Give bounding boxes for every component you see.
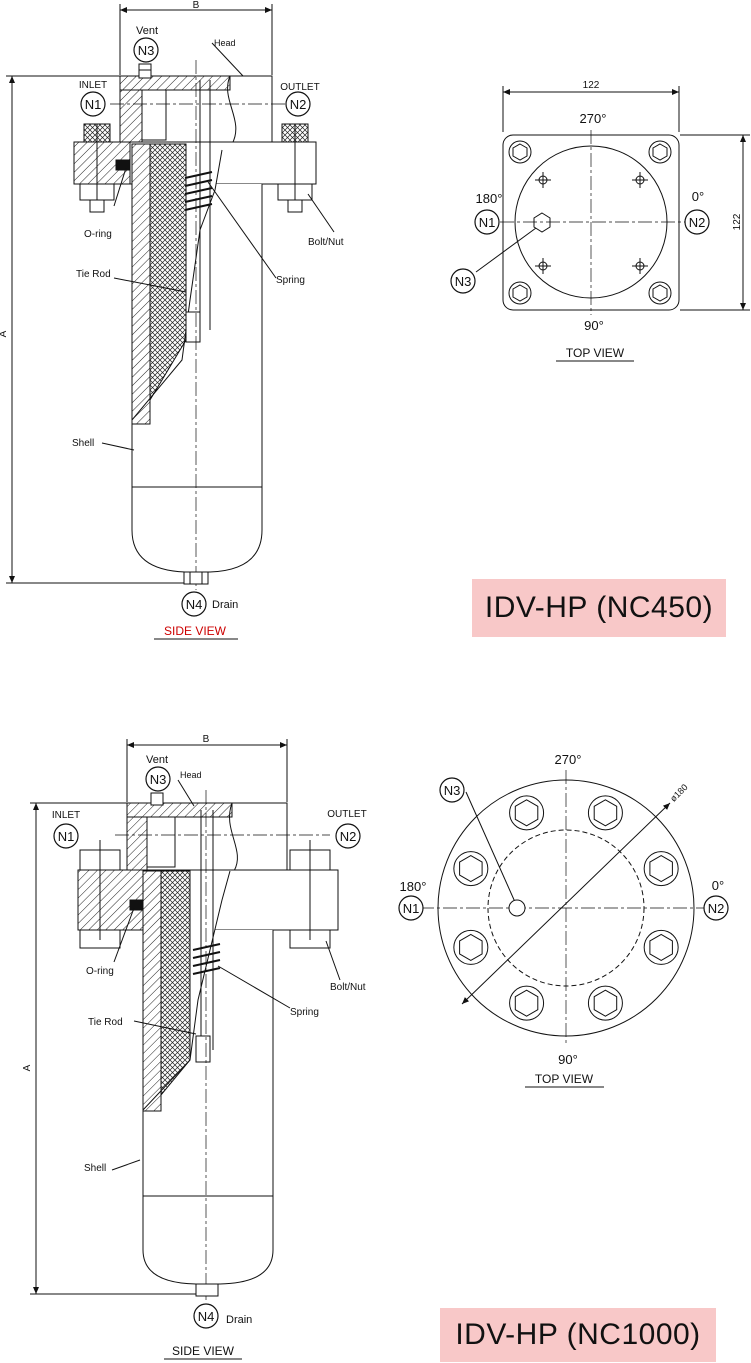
- bolt-hex: [459, 855, 483, 883]
- upper-top-view: [475, 86, 750, 315]
- bolt-hex: [649, 933, 673, 961]
- lower-n1-circle: [53, 823, 79, 849]
- upper-n1-label: N1: [85, 97, 102, 112]
- lower-n2-label: N2: [340, 829, 357, 844]
- lower-outlet-label: OUTLET: [327, 809, 366, 820]
- upper-n3-label: N3: [138, 43, 155, 58]
- lower-drain-label: Drain: [226, 1314, 252, 1326]
- upper-n3-circle: [133, 37, 159, 63]
- upper-top-dim-h: 122: [732, 213, 743, 230]
- upper-side-view-title: SIDE VIEW: [164, 624, 227, 638]
- lower-model-badge: IDV-HP (NC1000): [440, 1308, 716, 1362]
- upper-top-n1-circle: [474, 209, 500, 235]
- upper-top-dim-w: 122: [583, 80, 600, 91]
- upper-vent-label: Vent: [136, 25, 158, 37]
- lower-n4-label: N4: [198, 1309, 215, 1324]
- upper-inlet-label: INLET: [79, 80, 107, 91]
- lower-spring-label: Spring: [290, 1007, 319, 1018]
- upper-top-n2-circle: [684, 209, 710, 235]
- upper-spring-label: Spring: [276, 275, 305, 286]
- upper-bolt-label: Bolt/Nut: [308, 237, 344, 248]
- lower-oring-label: O-ring: [86, 966, 114, 977]
- lower-bolt-label: Bolt/Nut: [330, 982, 366, 993]
- upper-top-180: 180°: [476, 191, 503, 206]
- upper-n2-label: N2: [290, 97, 307, 112]
- upper-model-badge: IDV-HP (NC450): [472, 579, 726, 637]
- lower-n2-circle: [335, 823, 361, 849]
- upper-drain-label: Drain: [212, 599, 238, 611]
- lower-top-view-title: TOP VIEW: [535, 1072, 594, 1086]
- upper-dim-a: A: [0, 330, 9, 337]
- upper-n4-label: N4: [186, 597, 203, 612]
- lower-vent-label: Vent: [146, 754, 168, 766]
- lower-top-bolts: [453, 795, 679, 1021]
- bolt-hex: [593, 989, 618, 1017]
- lower-side-view-title: SIDE VIEW: [172, 1344, 235, 1358]
- lower-side-view: [30, 739, 341, 1300]
- upper-top-0: 0°: [692, 189, 704, 204]
- bolt-hex: [514, 799, 539, 827]
- lower-top-n3-circle: [439, 777, 465, 803]
- lower-top-n1-circle: [398, 895, 424, 921]
- lower-n3-label: N3: [150, 772, 167, 787]
- upper-top-n1-label: N1: [479, 215, 496, 230]
- upper-n2-circle: [285, 91, 311, 117]
- lower-n3-circle: [145, 766, 171, 792]
- upper-n4-circle: [181, 591, 207, 617]
- upper-top-n2-label: N2: [689, 215, 706, 230]
- upper-top-n3-label: N3: [455, 274, 472, 289]
- upper-top-view-title: TOP VIEW: [566, 346, 625, 360]
- lower-tierod-label: Tie Rod: [88, 1017, 123, 1028]
- lower-inlet-label: INLET: [52, 810, 80, 821]
- upper-head-label: Head: [214, 38, 236, 48]
- upper-shell-label: Shell: [72, 438, 94, 449]
- bolt-hex: [459, 933, 483, 961]
- upper-outlet-label: OUTLET: [280, 82, 319, 93]
- lower-top-n1-label: N1: [403, 901, 420, 916]
- lower-top-180: 180°: [400, 879, 427, 894]
- lower-top-view: [420, 770, 712, 1046]
- lower-shell-label: Shell: [84, 1163, 106, 1174]
- bolt-hex: [649, 855, 673, 883]
- upper-oring-label: O-ring: [84, 229, 112, 240]
- bolt-hex: [593, 799, 618, 827]
- upper-side-view: [6, 4, 335, 590]
- lower-top-n2-label: N2: [708, 901, 725, 916]
- upper-n1-circle: [80, 91, 106, 117]
- upper-dim-b: B: [193, 0, 200, 11]
- upper-top-n3-circle: [450, 268, 476, 294]
- upper-top-90: 90°: [584, 318, 604, 333]
- lower-top-90: 90°: [558, 1052, 578, 1067]
- lower-top-n2-circle: [703, 895, 729, 921]
- lower-top-diameter: ø180: [668, 782, 690, 804]
- lower-dim-b: B: [203, 734, 210, 745]
- lower-n4-circle: [193, 1303, 219, 1329]
- lower-head-label: Head: [180, 770, 202, 780]
- lower-top-0: 0°: [712, 878, 724, 893]
- bolt-hex: [514, 989, 539, 1017]
- lower-top-270: 270°: [555, 752, 582, 767]
- upper-top-270: 270°: [580, 111, 607, 126]
- lower-top-n3-label: N3: [444, 783, 461, 798]
- lower-dim-a: A: [22, 1064, 33, 1071]
- lower-n1-label: N1: [58, 829, 75, 844]
- upper-tierod-label: Tie Rod: [76, 269, 111, 280]
